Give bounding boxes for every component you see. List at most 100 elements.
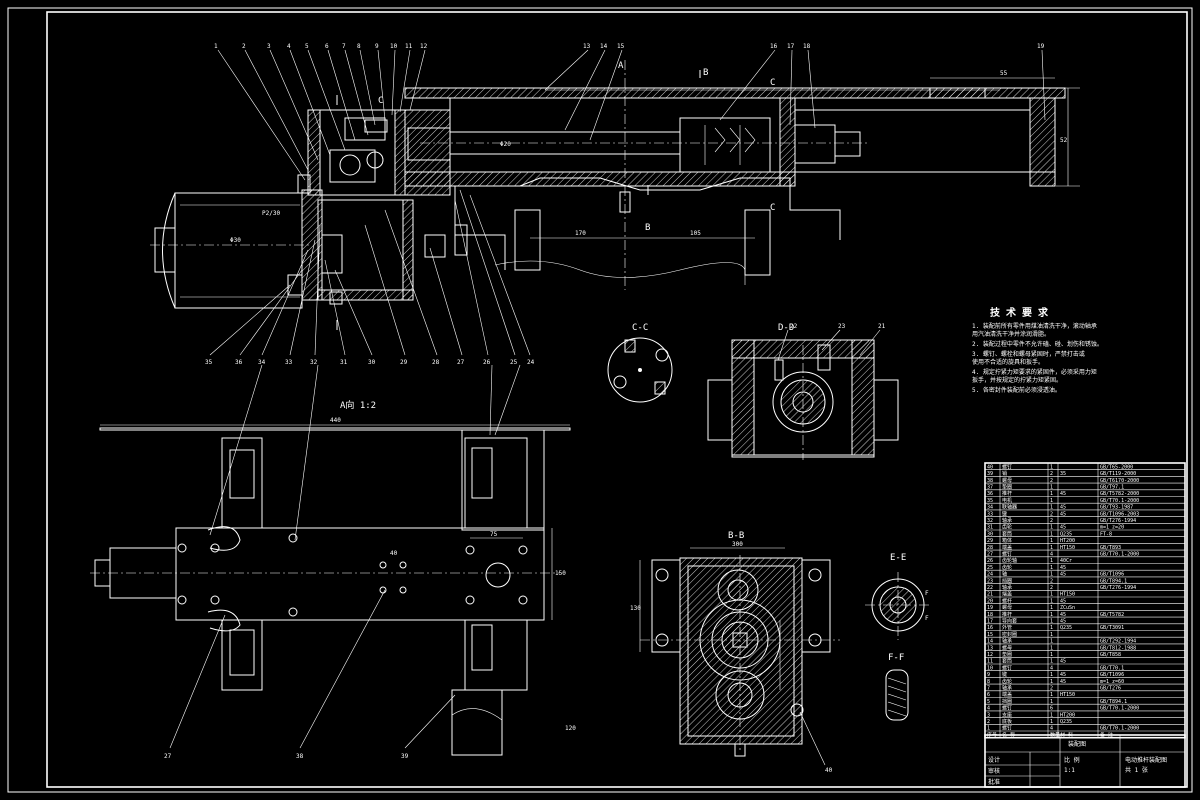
- svg-text:150: 150: [555, 570, 566, 577]
- svg-text:D-D: D-D: [778, 323, 794, 333]
- parts-list-cell: 26: [987, 558, 993, 564]
- parts-list-cell: 4: [1050, 665, 1053, 671]
- parts-list-cell: 螺母: [1002, 604, 1012, 611]
- technical-requirements: 技 术 要 求 1. 装配前所有零件用煤油清洗干净，滚动轴承 用汽油清洗干净并涂…: [972, 306, 1103, 394]
- svg-text:C-C: C-C: [632, 323, 648, 333]
- parts-list-cell: GB/T119-2000: [1100, 471, 1136, 477]
- parts-list-cell: 1: [1050, 645, 1053, 651]
- balloon-row-bottom: 35 36 34 33 32 31 30 29 28 27 26 25 24: [205, 359, 535, 366]
- parts-list-cell: GB/T70.1-2000: [1100, 552, 1139, 558]
- parts-list-cell: 挡圈: [1002, 698, 1012, 705]
- parts-list-cell: 推杆: [1002, 490, 1012, 497]
- parts-list-cell: 1: [1050, 572, 1053, 578]
- parts-list-cell: 38: [987, 478, 993, 484]
- parts-list-cell: 1: [1050, 531, 1053, 537]
- main-dimensions: 52 55: [930, 70, 1080, 187]
- parts-list-cell: 33: [987, 511, 993, 517]
- svg-text:19: 19: [1037, 43, 1045, 50]
- parts-list-cell: 28: [987, 545, 993, 551]
- parts-list-cell: 螺杆: [1002, 597, 1012, 604]
- parts-list-cell: GB/T97.1: [1100, 485, 1124, 491]
- svg-text:24: 24: [527, 359, 535, 366]
- parts-list-cell: 轴承: [1002, 638, 1012, 645]
- svg-text:B-B: B-B: [728, 531, 744, 541]
- parts-list-cell: 齿轮轴: [1002, 557, 1017, 564]
- parts-list-cell: 1: [1050, 525, 1053, 531]
- tech-req-title: 技 术 要 求: [990, 306, 1049, 319]
- parts-list-cell: 23: [987, 578, 993, 584]
- parts-list-cell: 1: [1050, 485, 1053, 491]
- svg-text:1. 装配前所有零件用煤油清洗干净，滚动轴承: 1. 装配前所有零件用煤油清洗干净，滚动轴承: [972, 322, 1097, 330]
- svg-text:C: C: [770, 78, 775, 88]
- parts-list-cell: 16: [987, 625, 993, 631]
- parts-list-cell: 6: [987, 692, 990, 698]
- svg-text:11: 11: [405, 43, 413, 50]
- svg-text:25: 25: [510, 359, 518, 366]
- parts-list-cell: GB/T5782: [1100, 612, 1124, 618]
- parts-list-cell: Q235: [1060, 625, 1072, 631]
- parts-list-cell: 13: [987, 645, 993, 651]
- svg-text:15: 15: [617, 43, 625, 50]
- parts-list-cell: 45: [1060, 572, 1066, 578]
- parts-list-cell: HT200: [1060, 712, 1075, 718]
- svg-text:300: 300: [732, 541, 743, 548]
- title-block: 装配图 电动推杆装配图 共 1 张 比 例 1:1 设计 审核 批准: [984, 734, 1186, 788]
- title-approver: 批准: [988, 778, 1000, 786]
- svg-text:16: 16: [770, 43, 778, 50]
- parts-list-cell: 18: [987, 612, 993, 618]
- parts-list-cell: 1: [1050, 639, 1053, 645]
- svg-text:使用不合适的旋具和扳手。: 使用不合适的旋具和扳手。: [972, 358, 1044, 366]
- title-checker: 审核: [988, 767, 1000, 775]
- parts-list-cell: GB/T894.1: [1100, 699, 1127, 705]
- parts-list-cell: 1: [1050, 565, 1053, 571]
- parts-list-cell: 螺钉: [1002, 664, 1012, 671]
- svg-text:12: 12: [420, 43, 428, 50]
- svg-text:Φ20: Φ20: [500, 141, 511, 148]
- parts-list-cell: HT150: [1060, 592, 1075, 598]
- parts-list-cell: GB/T858: [1100, 652, 1121, 658]
- parts-list-cell: 外管: [1002, 624, 1012, 631]
- parts-list-cell: 29: [987, 538, 993, 544]
- svg-text:32: 32: [310, 359, 318, 366]
- parts-list-cell: 1: [987, 726, 990, 732]
- parts-list-cell: 齿轮: [1002, 524, 1012, 531]
- parts-list-cell: 4: [987, 706, 990, 712]
- parts-list-cell: GB/T893: [1100, 545, 1121, 551]
- svg-text:30: 30: [368, 359, 376, 366]
- parts-list-cell: GB/T5782-2000: [1100, 491, 1139, 497]
- view-ee: E-E F F: [865, 553, 932, 640]
- parts-list-cell: 45: [1060, 619, 1066, 625]
- svg-text:5: 5: [305, 43, 309, 50]
- svg-text:75: 75: [490, 531, 498, 538]
- parts-list-cell: 1: [1050, 625, 1053, 631]
- parts-list-cell: GB/T276: [1100, 686, 1121, 692]
- parts-list-cell: HT150: [1060, 692, 1075, 698]
- view-dd: D-D 22 23 21: [707, 323, 899, 460]
- svg-text:A: A: [618, 61, 624, 71]
- parts-list-cell: 30: [987, 531, 993, 537]
- parts-list-cell: 键: [1002, 671, 1007, 678]
- svg-text:扳手，并按规定的拧紧力矩紧固。: 扳手，并按规定的拧紧力矩紧固。: [972, 376, 1062, 384]
- parts-list-cell: 1: [1050, 464, 1053, 470]
- parts-list-cell: 螺母: [1002, 644, 1012, 651]
- sheet-border: [7, 7, 1193, 793]
- leaders-bottom: [209, 189, 531, 356]
- parts-list-cell: m=1 z=60: [1100, 679, 1124, 685]
- parts-list-cell: 24: [987, 572, 993, 578]
- parts-list-cell: 1: [1050, 505, 1053, 511]
- parts-list-cell: 1: [1050, 491, 1053, 497]
- svg-text:35: 35: [205, 359, 213, 366]
- parts-list-cell: GB/T276-1994: [1100, 518, 1136, 524]
- parts-list-cell: 20: [987, 598, 993, 604]
- svg-text:C: C: [378, 96, 383, 106]
- leaders-top: [217, 49, 1046, 181]
- lead-screw: Φ20: [407, 117, 870, 173]
- svg-text:39: 39: [401, 753, 409, 760]
- parts-list-cell: 1: [1050, 659, 1053, 665]
- parts-list-cell: GB/T6170-2000: [1100, 478, 1139, 484]
- parts-list-cell: 轴承: [1002, 584, 1012, 591]
- parts-list-cell: GB/T1096: [1100, 672, 1124, 678]
- parts-list-cell: 35: [1060, 471, 1066, 477]
- parts-list-cell: 销: [1002, 470, 1007, 477]
- parts-list-cell: 电机: [1002, 497, 1012, 504]
